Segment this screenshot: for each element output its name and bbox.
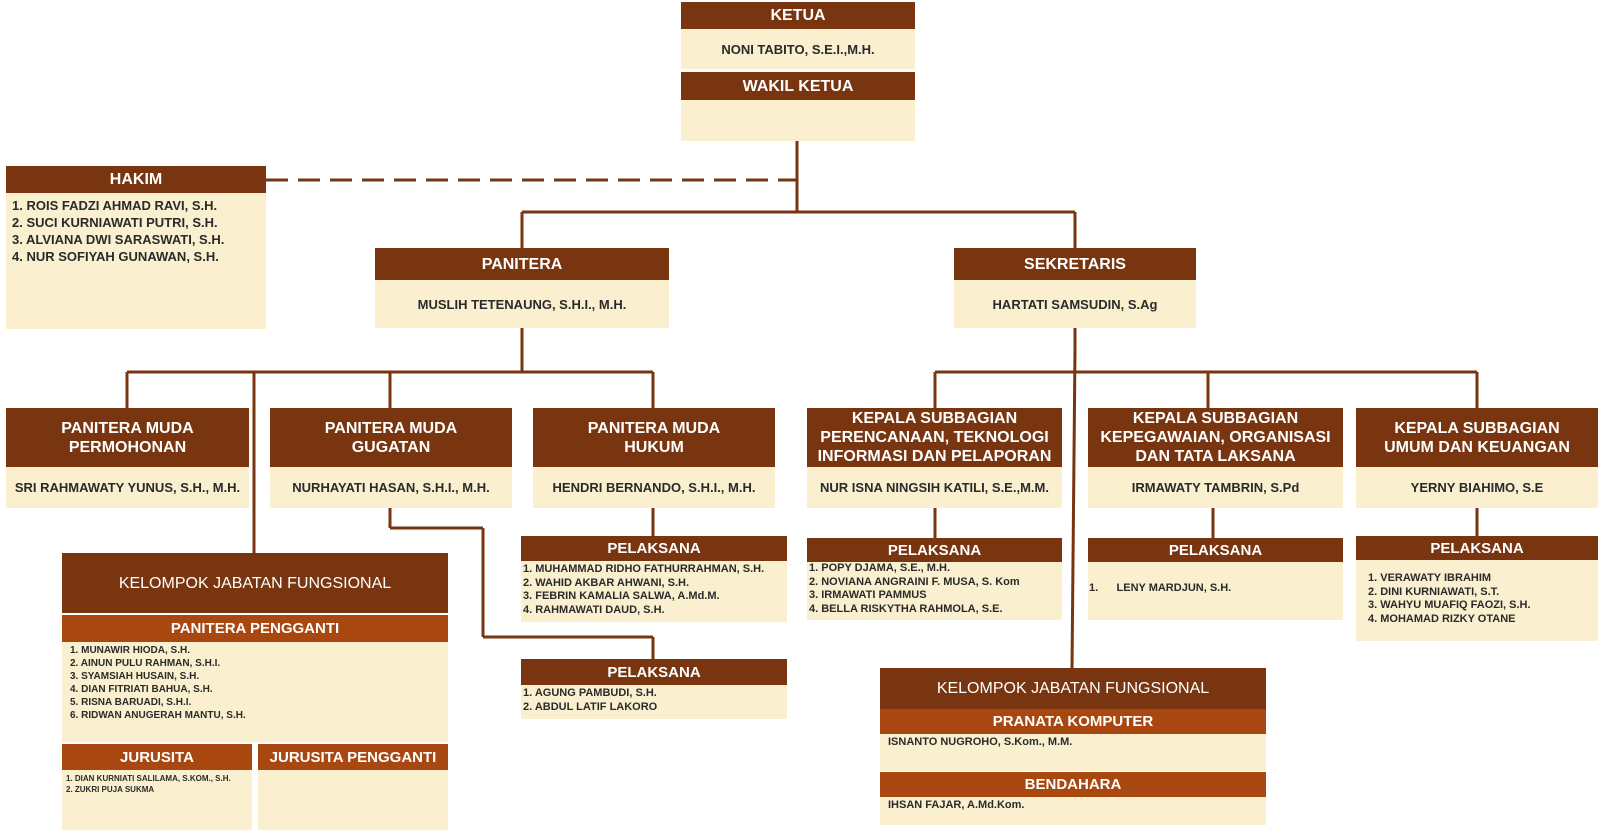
jurusita-member: 1. DIAN KURNIATI SALILAMA, S.KOM., S.H. (66, 774, 231, 783)
panitera-pengganti-member: 6. RIDWAN ANUGERAH MANTU, S.H. (70, 710, 246, 721)
pelaksana-member: 3. IRMAWATI PAMMUS (809, 589, 927, 602)
ksb-ptip-title: KEPALA SUBBAGIAN PERENCANAAN, TEKNOLOGI … (807, 408, 1062, 467)
pm-gugatan-name: NURHAYATI HASAN, S.H.I., M.H. (270, 467, 512, 508)
pelaksana-kot-title: PELAKSANA (1088, 538, 1343, 562)
pm-hukum-name: HENDRI BERNANDO, S.H.I., M.H. (533, 467, 775, 508)
ksb-uk-title: KEPALA SUBBAGIAN UMUM DAN KEUANGAN (1356, 408, 1598, 467)
pelaksana-member: 2. NOVIANA ANGRAINI F. MUSA, S. Kom (809, 575, 1020, 588)
pelaksana-uk-list: 1. VERAWATY IBRAHIM 2. DINI KURNIAWATI, … (1356, 560, 1598, 641)
panitera-pengganti-member: 2. AINUN PULU RAHMAN, S.H.I. (70, 658, 221, 669)
pelaksana-member: 2. WAHID AKBAR AHWANI, S.H. (523, 576, 690, 589)
jurusita-member: 2. ZUKRI PUJA SUKMA (66, 785, 155, 794)
hakim-list: 1. ROIS FADZI AHMAD RAVI, S.H. 2. SUCI K… (6, 193, 266, 329)
jurusita-pengganti-list (258, 770, 448, 830)
pm-hukum-title: PANITERA MUDA HUKUM (533, 408, 775, 467)
wakil-ketua-name (681, 100, 915, 141)
wakil-ketua-title: WAKIL KETUA (681, 72, 915, 100)
pelaksana-member: 4. RAHMAWATI DAUD, S.H. (523, 603, 665, 616)
pm-gugatan-title: PANITERA MUDA GUGATAN (270, 408, 512, 467)
pm-permohonan-title: PANITERA MUDA PERMOHONAN (6, 408, 249, 467)
panitera-pengganti-title: PANITERA PENGGANTI (62, 615, 448, 642)
hakim-member: 2. SUCI KURNIAWATI PUTRI, S.H. (12, 215, 218, 230)
panitera-pengganti-member: 4. DIAN FITRIATI BAHUA, S.H. (70, 684, 213, 695)
sekretaris-title: SEKRETARIS (954, 248, 1196, 280)
pranata-komputer-name: ISNANTO NUGROHO, S.Kom., M.M. (888, 736, 1073, 748)
bendahara-name: IHSAN FAJAR, A.Md.Kom. (888, 799, 1025, 811)
jurusita-pengganti-title: JURUSITA PENGGANTI (258, 744, 448, 770)
ksb-kot-title: KEPALA SUBBAGIAN KEPEGAWAIAN, ORGANISASI… (1088, 408, 1343, 467)
pelaksana-gugatan-title: PELAKSANA (521, 659, 787, 685)
pelaksana-member: 1. MUHAMMAD RIDHO FATHURRAHMAN, S.H. (523, 563, 765, 575)
pm-permohonan-name: SRI RAHMAWATY YUNUS, S.H., M.H. (6, 467, 249, 508)
pranata-komputer-title: PRANATA KOMPUTER (880, 709, 1266, 734)
pelaksana-member: 1. POPY DJAMA, S.E., M.H. (809, 562, 950, 574)
pelaksana-member: 4. BELLA RISKYTHA RAHMOLA, S.E. (809, 602, 1003, 615)
ksb-ptip-name: NUR ISNA NINGSIH KATILI, S.E.,M.M. (807, 467, 1062, 508)
ketua-name: NONI TABITO, S.E.I.,M.H. (681, 29, 915, 69)
pelaksana-ptip-list: 1. POPY DJAMA, S.E., M.H. 2. NOVIANA ANG… (807, 562, 1062, 620)
ksb-kot-name: IRMAWATY TAMBRIN, S.Pd (1088, 467, 1343, 508)
ketua-title: KETUA (681, 2, 915, 29)
panitera-name: MUSLIH TETENAUNG, S.H.I., M.H. (375, 280, 669, 328)
pelaksana-hukum-title: PELAKSANA (521, 536, 787, 561)
pelaksana-member: 3. FEBRIN KAMALIA SALWA, A.Md.M. (523, 590, 720, 603)
bendahara-body: IHSAN FAJAR, A.Md.Kom. (880, 797, 1266, 825)
pelaksana-gugatan-list: 1. AGUNG PAMBUDI, S.H. 2. ABDUL LATIF LA… (521, 685, 787, 719)
pelaksana-member: 2. DINI KURNIAWATI, S.T. (1368, 585, 1500, 598)
hakim-member: 4. NUR SOFIYAH GUNAWAN, S.H. (12, 249, 219, 264)
pelaksana-kot-list: 1. LENY MARDJUN, S.H. (1088, 562, 1343, 620)
ksb-uk-name: YERNY BIAHIMO, S.E (1356, 467, 1598, 508)
pelaksana-member: 3. WAHYU MUAFIQ FAOZI, S.H. (1368, 599, 1531, 612)
panitera-pengganti-list: 1. MUNAWIR HIODA, S.H. 2. AINUN PULU RAH… (62, 642, 448, 742)
pelaksana-member: 4. MOHAMAD RIZKY OTANE (1368, 612, 1516, 625)
pelaksana-ptip-title: PELAKSANA (807, 538, 1062, 562)
panitera-title: PANITERA (375, 248, 669, 280)
kjf-right-title: KELOMPOK JABATAN FUNGSIONAL (880, 668, 1266, 709)
pelaksana-member: 1. LENY MARDJUN, S.H. (1089, 582, 1232, 594)
pelaksana-uk-title: PELAKSANA (1356, 536, 1598, 560)
jurusita-title: JURUSITA (62, 744, 252, 770)
bendahara-title: BENDAHARA (880, 772, 1266, 797)
hakim-title: HAKIM (6, 166, 266, 193)
hakim-member: 3. ALVIANA DWI SARASWATI, S.H. (12, 232, 225, 247)
sekretaris-name: HARTATI SAMSUDIN, S.Ag (954, 280, 1196, 328)
pranata-komputer-body: ISNANTO NUGROHO, S.Kom., M.M. (880, 734, 1266, 771)
kjf-left-title: KELOMPOK JABATAN FUNGSIONAL (62, 553, 448, 613)
pelaksana-member: 2. ABDUL LATIF LAKORO (523, 700, 658, 713)
hakim-member: 1. ROIS FADZI AHMAD RAVI, S.H. (12, 198, 218, 213)
pelaksana-member: 1. AGUNG PAMBUDI, S.H. (523, 687, 657, 699)
pelaksana-hukum-list: 1. MUHAMMAD RIDHO FATHURRAHMAN, S.H. 2. … (521, 561, 787, 622)
panitera-pengganti-member: 5. RISNA BARUADI, S.H.I. (70, 697, 192, 708)
panitera-pengganti-member: 3. SYAMSIAH HUSAIN, S.H. (70, 671, 200, 682)
pelaksana-member: 1. VERAWATY IBRAHIM (1368, 572, 1492, 584)
panitera-pengganti-member: 1. MUNAWIR HIODA, S.H. (70, 645, 191, 656)
jurusita-list: 1. DIAN KURNIATI SALILAMA, S.KOM., S.H. … (62, 770, 252, 830)
